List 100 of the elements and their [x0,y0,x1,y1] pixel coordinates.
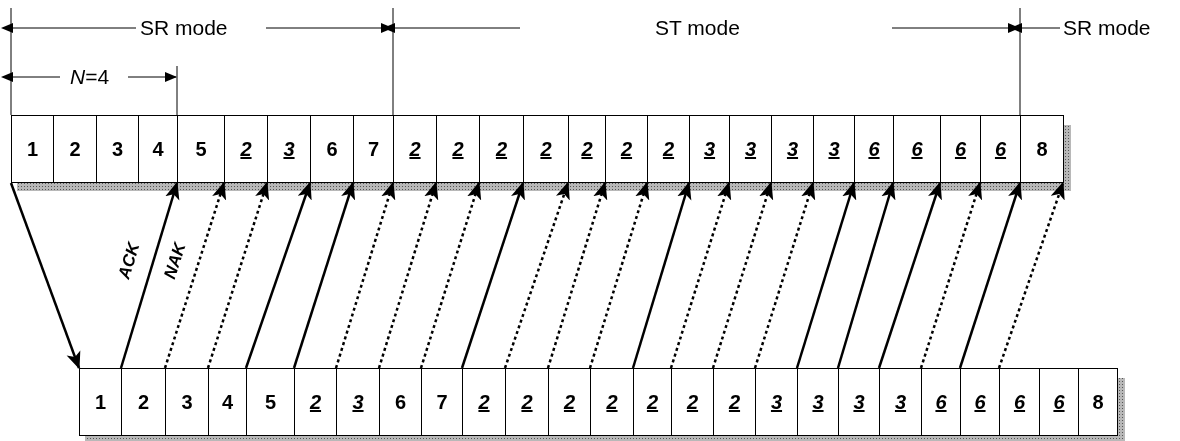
arrow [9,182,81,370]
dimension-label: SR mode [1063,16,1151,40]
frame-number: 6 [954,137,967,161]
frame-number: 6 [1053,390,1065,414]
frame-box [11,115,54,183]
frame-box [393,115,437,183]
frame-box [671,368,714,436]
frame-box [436,115,480,183]
arrow [836,181,896,369]
arrow [795,181,857,369]
frame-number: 2 [686,390,699,414]
frame-box [121,368,166,436]
arrow [631,181,692,369]
frame-number: 2 [478,390,490,414]
frame-box [893,115,941,183]
frame-box [813,115,855,183]
dotted-arrow [503,181,570,369]
frame-number: 6 [935,390,947,414]
frame-box [647,115,690,183]
frame-box [267,115,311,183]
arrow [292,181,356,369]
frame-number: 6 [326,137,338,161]
frame-number: 6 [911,137,923,161]
frame-number: 2 [69,137,81,161]
arrow [119,181,180,369]
frame-number: 5 [264,390,277,414]
dotted-arrow [919,181,983,369]
dotted-arrow [377,181,439,369]
frame-number: 6 [1013,390,1026,414]
frame-box [53,115,97,183]
frame-number: 1 [26,137,39,161]
frame-box [165,368,209,436]
frame-number: 2 [495,137,508,161]
frame-box [505,368,549,436]
frame-number: 3 [703,137,716,161]
frame-box [1020,115,1064,183]
frame-number: 6 [868,137,880,161]
frame-number: 3 [786,137,799,161]
edge-label: NAK [160,240,190,282]
edge-label: ACK [115,241,144,282]
frame-box [689,115,730,183]
frame-box [960,368,1000,436]
frame-box [1039,368,1079,436]
frame-number: 3 [352,390,364,414]
frame-number: 8 [1092,390,1104,414]
dotted-arrow [753,181,816,369]
frame-box [854,115,894,183]
frame-box [713,368,756,436]
frame-box [353,115,394,183]
frame-number: 6 [994,137,1007,161]
frame-box [921,368,961,436]
frame-box [548,368,591,436]
dimension-label: SR mode [140,16,228,40]
frame-number: 3 [181,390,193,414]
frame-number: 2 [309,390,322,414]
frame-box [1078,368,1118,436]
arrow [877,181,942,369]
frame-number: 2 [409,137,421,161]
frame-box [523,115,569,183]
frame-box [940,115,981,183]
dotted-arrow [163,181,227,369]
dotted-arrow [334,181,396,369]
frame-box [138,115,178,183]
frame-number: 3 [853,390,865,414]
dimension-label: N=4 [70,65,110,89]
arrow [460,181,525,369]
frame-number: 4 [221,390,234,414]
frame-number: 1 [94,390,107,414]
frame-number: 2 [662,137,675,161]
frame-box [568,115,606,183]
arrow [958,181,1022,369]
dotted-arrow [997,181,1065,369]
frame-number: 2 [240,137,252,161]
frame-number: 7 [367,137,380,161]
frame-number: 8 [1036,137,1048,161]
frame-number: 2 [521,390,533,414]
frame-box [729,115,772,183]
dotted-arrow [588,181,650,369]
frame-box [479,115,524,183]
frame-number: 2 [137,390,150,414]
frame-number: 6 [394,390,407,414]
frame-number: 5 [195,137,207,161]
frame-number: 3 [283,137,295,161]
frame-box [310,115,354,183]
frame-number: 2 [563,390,576,414]
dotted-arrow [711,181,774,369]
dotted-arrow [419,181,482,369]
frame-box [797,368,839,436]
frame-number: 2 [452,137,464,161]
frame-box [96,115,139,183]
frame-number: 2 [581,137,593,161]
frame-box [999,368,1040,436]
frame-box [208,368,247,436]
frame-number: 2 [540,137,552,161]
dotted-arrow [669,181,732,369]
arrow [244,181,312,369]
frame-box [421,368,463,436]
frame-number: 3 [744,137,757,161]
frame-box [177,115,225,183]
frame-box [590,368,634,436]
